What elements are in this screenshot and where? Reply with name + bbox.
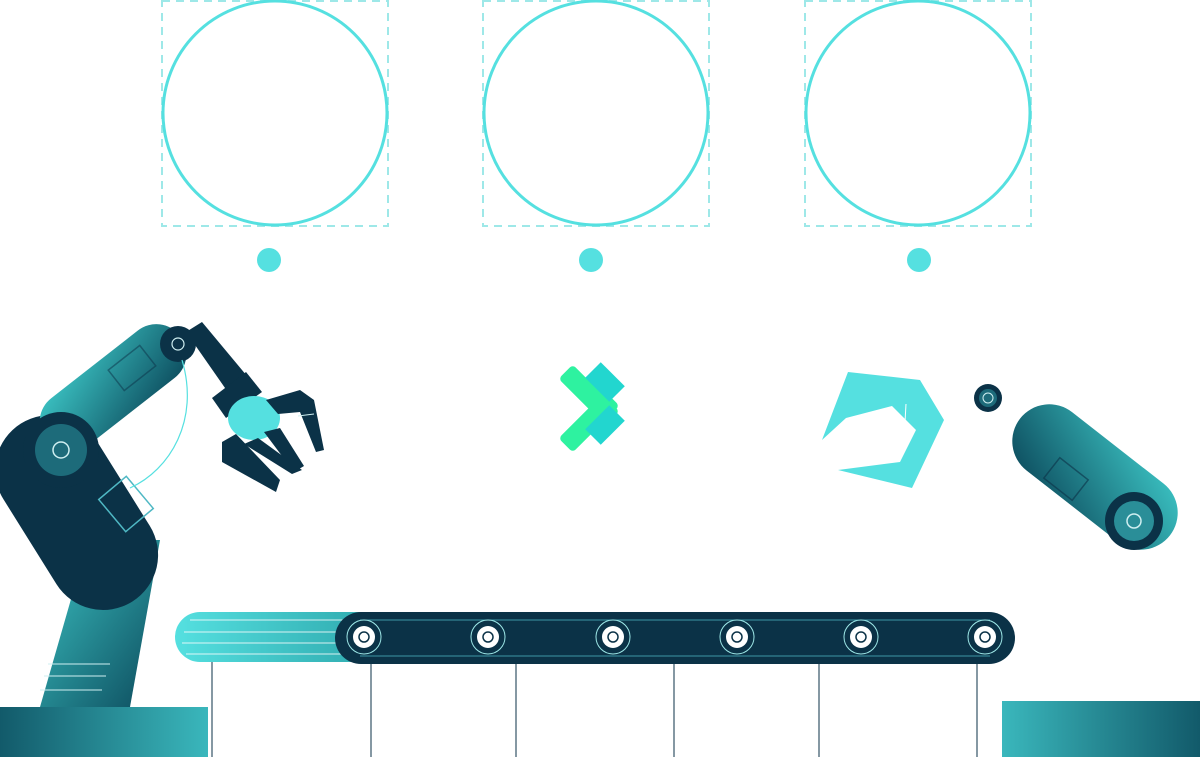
conveyor-roller-ring xyxy=(843,619,879,655)
conveyor-belt-main xyxy=(335,612,1015,664)
conveyor-roller-ring xyxy=(719,619,755,655)
conveyor-legs xyxy=(211,662,978,757)
slot-middle xyxy=(482,0,710,272)
slot-right-dot xyxy=(907,248,931,272)
robot-gripper-finger xyxy=(222,434,280,492)
slot-left-dot xyxy=(257,248,281,272)
slot-right xyxy=(804,0,1032,272)
conveyor-roller-axle xyxy=(855,631,867,643)
x-logo-icon xyxy=(560,362,625,451)
conveyor-roller xyxy=(353,626,375,648)
conveyor-roller-axle xyxy=(482,631,494,643)
left-base xyxy=(0,707,208,757)
conveyor-rollers xyxy=(346,619,1003,655)
robot-arm-wrist-joint xyxy=(160,326,196,362)
robot-gripper-finger xyxy=(244,438,302,474)
conveyor-roller-axle xyxy=(607,631,619,643)
conveyor-roller xyxy=(477,626,499,648)
conveyor-roller-axle xyxy=(358,631,370,643)
robot-arm-detached-icon xyxy=(822,372,1178,550)
slot-right-circle xyxy=(804,0,1032,227)
conveyor-roller-ring xyxy=(967,619,1003,655)
robot-gripper-head xyxy=(228,396,280,440)
conveyor-roller-ring xyxy=(595,619,631,655)
conveyor-belt-icon xyxy=(175,612,1015,757)
conveyor-roller-ring xyxy=(346,619,382,655)
conveyor-roller xyxy=(726,626,748,648)
slot-left xyxy=(161,0,389,272)
slot-left-circle xyxy=(161,0,389,227)
conveyor-roller-axle xyxy=(979,631,991,643)
conveyor-roller xyxy=(850,626,872,648)
conveyor-roller xyxy=(974,626,996,648)
conveyor-roller-ring xyxy=(470,619,506,655)
right-base xyxy=(1002,701,1200,757)
conveyor-roller-axle xyxy=(731,631,743,643)
conveyor-roller xyxy=(602,626,624,648)
robot-gripper-finger xyxy=(266,390,324,452)
robot-gripper-finger xyxy=(264,428,304,472)
robot-arm-icon xyxy=(0,322,324,707)
robot-claw xyxy=(822,372,944,488)
slot-middle-circle xyxy=(482,0,710,227)
robot-arm-segment xyxy=(1012,404,1178,550)
slot-middle-dot xyxy=(579,248,603,272)
